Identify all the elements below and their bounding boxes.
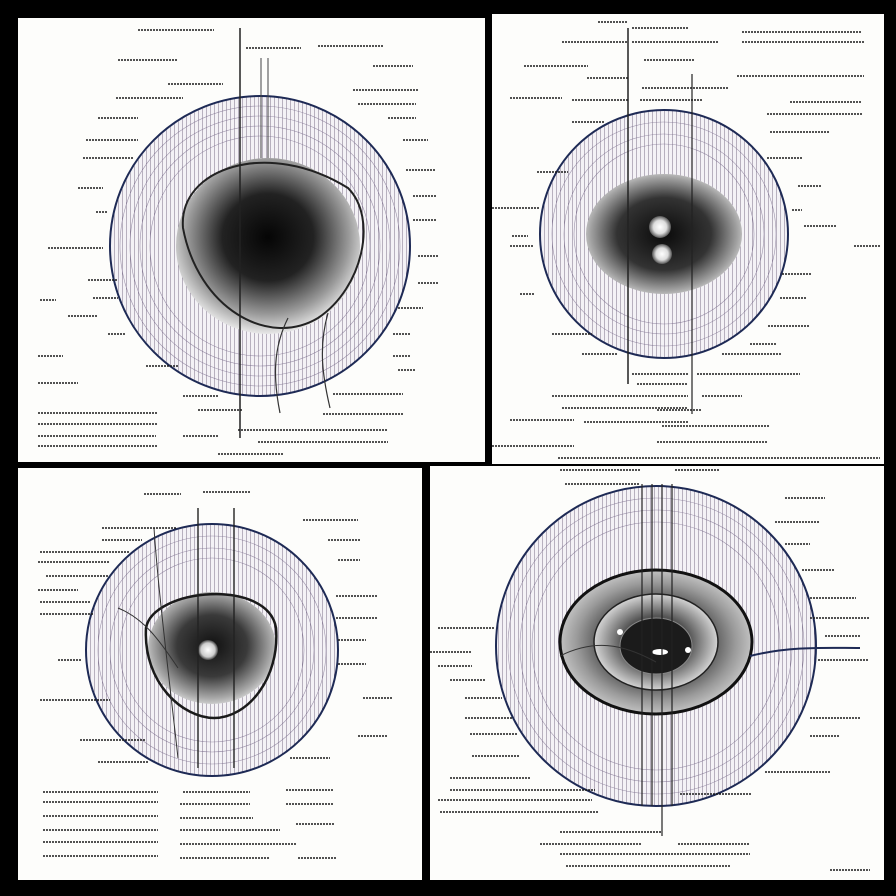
illegible-callout-labels (38, 491, 393, 859)
diagram-panel-bottom-right (430, 466, 884, 880)
dark-central-mass (176, 158, 360, 334)
inner-outline (181, 161, 365, 329)
diagram-panel-bottom-left (18, 468, 422, 880)
central-bright-spot (198, 640, 218, 660)
illegible-callout-labels (430, 469, 870, 871)
illegible-callout-labels (492, 21, 880, 459)
eye-cross-section-diagram-2 (492, 21, 880, 459)
iris-outline (558, 568, 754, 716)
upper-bright-spot (649, 216, 671, 238)
diagram-panel-top-left (18, 18, 485, 462)
illegible-callout-labels (38, 29, 438, 455)
pupil (619, 617, 693, 675)
pupil-highlight (652, 649, 668, 655)
eye-cross-section-diagram-4 (430, 469, 870, 871)
diagram-panel-top-right (492, 14, 884, 464)
lower-bright-spot (652, 244, 672, 264)
eye-cross-section-diagram-1 (38, 28, 438, 455)
eye-cross-section-diagram-3 (38, 491, 393, 859)
